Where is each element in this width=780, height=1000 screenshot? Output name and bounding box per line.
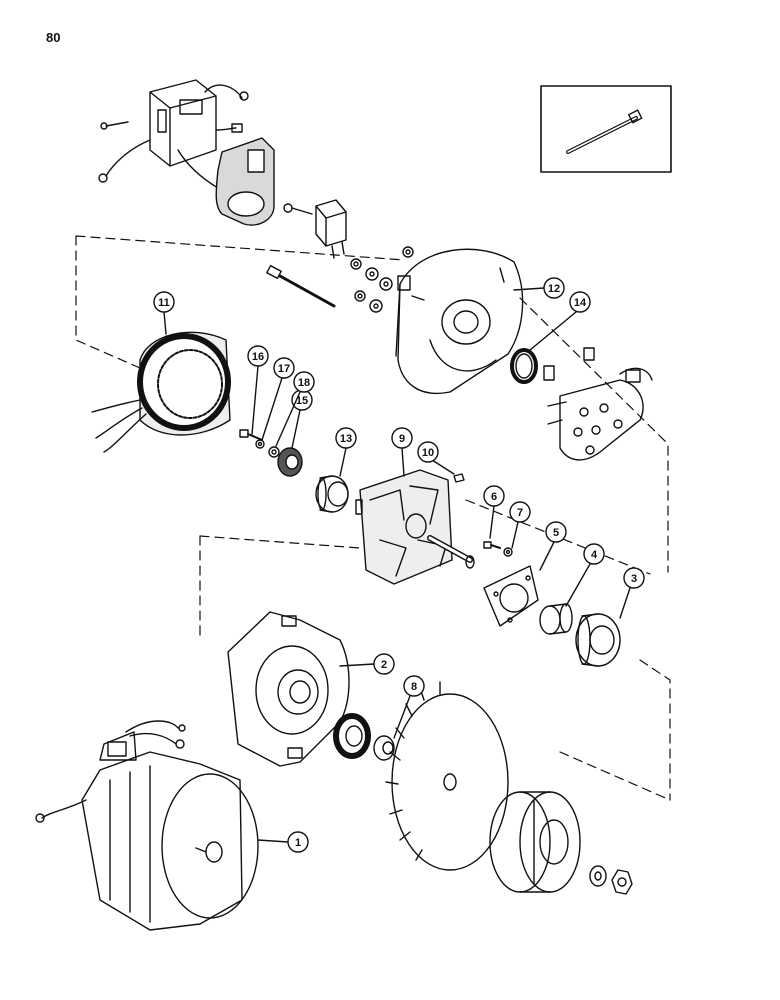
callout-6-label: 6 bbox=[491, 491, 497, 503]
callout-17: 17 bbox=[261, 357, 295, 441]
drive-pulley bbox=[489, 791, 581, 893]
callout-9-label: 9 bbox=[399, 433, 405, 445]
callout-16: 16 bbox=[247, 345, 269, 435]
washer-7 bbox=[503, 547, 513, 557]
spacer-collar bbox=[539, 603, 573, 635]
callout-1: 1 bbox=[257, 831, 309, 853]
callout-14-label: 14 bbox=[574, 297, 587, 309]
terminal-nuts bbox=[350, 246, 414, 313]
callout-4-label: 4 bbox=[591, 549, 598, 561]
regulator-gasket bbox=[215, 137, 275, 226]
cable-tie-illustration bbox=[566, 109, 643, 154]
bearing-retainer-plate bbox=[483, 565, 539, 627]
callout-18: 18 bbox=[275, 371, 315, 447]
callout-12: 12 bbox=[513, 277, 565, 299]
page-number: 80 bbox=[46, 30, 61, 45]
callout-13-label: 13 bbox=[340, 433, 352, 445]
inset-box bbox=[540, 85, 672, 173]
callout-12-label: 12 bbox=[548, 283, 560, 295]
callout-11: 11 bbox=[153, 291, 175, 335]
callout-17-label: 17 bbox=[278, 363, 290, 375]
voltage-regulator bbox=[98, 79, 249, 189]
callout-3: 3 bbox=[619, 567, 645, 619]
pulley-washer bbox=[589, 865, 607, 887]
callout-8-label: 8 bbox=[411, 681, 417, 693]
drive-end-housing bbox=[227, 611, 350, 767]
screw-16 bbox=[239, 429, 263, 441]
rear-end-housing bbox=[395, 248, 524, 394]
callout-13: 13 bbox=[335, 427, 357, 477]
o-ring bbox=[510, 348, 538, 384]
washer-17 bbox=[255, 439, 265, 449]
bearing-15 bbox=[277, 447, 303, 477]
spacer-8 bbox=[373, 735, 395, 761]
callout-4: 4 bbox=[565, 543, 605, 607]
callout-1-label: 1 bbox=[295, 837, 301, 849]
callout-8: 8 bbox=[393, 675, 425, 739]
callout-16-label: 16 bbox=[252, 351, 264, 363]
cooling-fan bbox=[385, 681, 509, 871]
callout-3-label: 3 bbox=[631, 573, 637, 585]
lower-assembly-outline bbox=[199, 535, 671, 801]
callout-18-label: 18 bbox=[298, 377, 310, 389]
callout-10-label: 10 bbox=[422, 447, 434, 459]
rectifier-plate bbox=[543, 347, 653, 461]
washer-18 bbox=[268, 446, 280, 458]
callout-7: 7 bbox=[509, 501, 531, 549]
screw-6 bbox=[483, 541, 501, 549]
callout-14: 14 bbox=[529, 291, 591, 351]
callout-6: 6 bbox=[483, 485, 505, 539]
callout-10: 10 bbox=[417, 441, 455, 475]
callout-15-label: 15 bbox=[296, 395, 308, 407]
callout-15: 15 bbox=[291, 389, 313, 449]
woodruff-key bbox=[453, 473, 465, 483]
callout-9: 9 bbox=[391, 427, 413, 477]
callout-5-label: 5 bbox=[553, 527, 559, 539]
through-bolt bbox=[266, 264, 336, 308]
callout-11-label: 11 bbox=[158, 297, 170, 309]
front-bearing bbox=[575, 613, 621, 667]
callout-2: 2 bbox=[339, 653, 395, 675]
brush-holder bbox=[283, 199, 347, 259]
stator bbox=[91, 331, 231, 453]
callout-5: 5 bbox=[539, 521, 567, 571]
callout-7-label: 7 bbox=[517, 507, 523, 519]
callout-2-label: 2 bbox=[381, 659, 387, 671]
bearing-13 bbox=[315, 475, 349, 513]
shaft-seal bbox=[333, 713, 371, 759]
rotor bbox=[355, 469, 475, 585]
pulley-nut bbox=[611, 869, 633, 895]
alternator-assembly bbox=[35, 720, 259, 931]
